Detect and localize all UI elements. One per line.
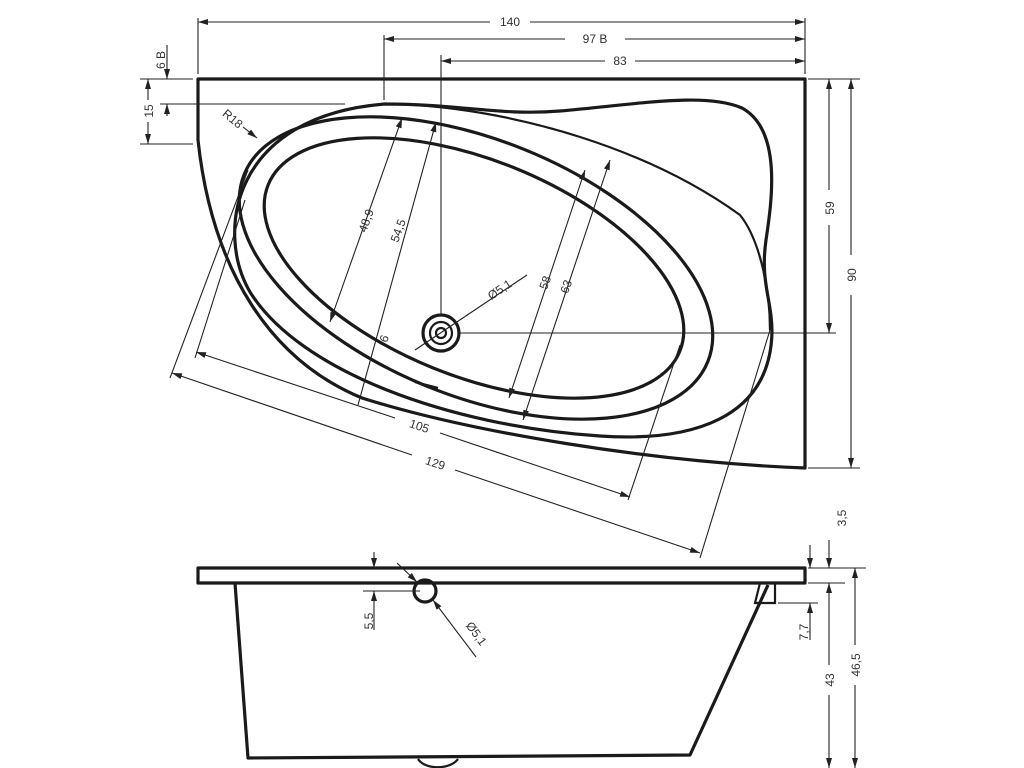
dim-59: 59	[823, 201, 837, 215]
tub-body	[233, 582, 770, 760]
tub-rim	[196, 566, 807, 585]
top-view: 140 97 B 83 6 B 15 R18 48,9 54,5 6 58	[140, 15, 860, 559]
dim-6: 6	[377, 333, 393, 344]
dim-48-9: 48,9	[356, 207, 377, 234]
side-view: 5,5 Ø5,1 7,7 3,5 43 46,5	[196, 509, 866, 768]
dim-43: 43	[823, 673, 837, 687]
dim-129: 129	[424, 453, 448, 473]
dim-90: 90	[845, 268, 859, 282]
drain-outlet	[417, 758, 459, 768]
dim-46-5: 46,5	[849, 653, 863, 677]
dim-63: 63	[557, 278, 575, 296]
basin-outer-edge	[237, 115, 715, 421]
basin-inner-edge	[262, 136, 686, 400]
tub-rim-inner-line	[399, 102, 772, 331]
dim-6b: 6 B	[154, 51, 168, 69]
radius-r18: R18	[220, 106, 246, 131]
dim-105: 105	[408, 416, 432, 436]
drain-diameter-label: Ø5,1	[485, 276, 515, 302]
tub-rim-outline	[233, 98, 774, 439]
dim-58: 58	[536, 274, 554, 292]
dim-7-7: 7,7	[797, 623, 811, 640]
dim-83: 83	[613, 54, 627, 68]
dim-5-5: 5,5	[362, 612, 376, 629]
rim-support	[753, 582, 777, 605]
dim-97b: 97 B	[583, 32, 608, 46]
tub-outer-outline	[196, 77, 807, 470]
dim-140: 140	[500, 15, 520, 29]
dim-54-5: 54,5	[388, 217, 409, 244]
dim-15: 15	[142, 104, 156, 118]
dim-3-5: 3,5	[835, 509, 849, 526]
overflow-mark	[414, 380, 439, 390]
